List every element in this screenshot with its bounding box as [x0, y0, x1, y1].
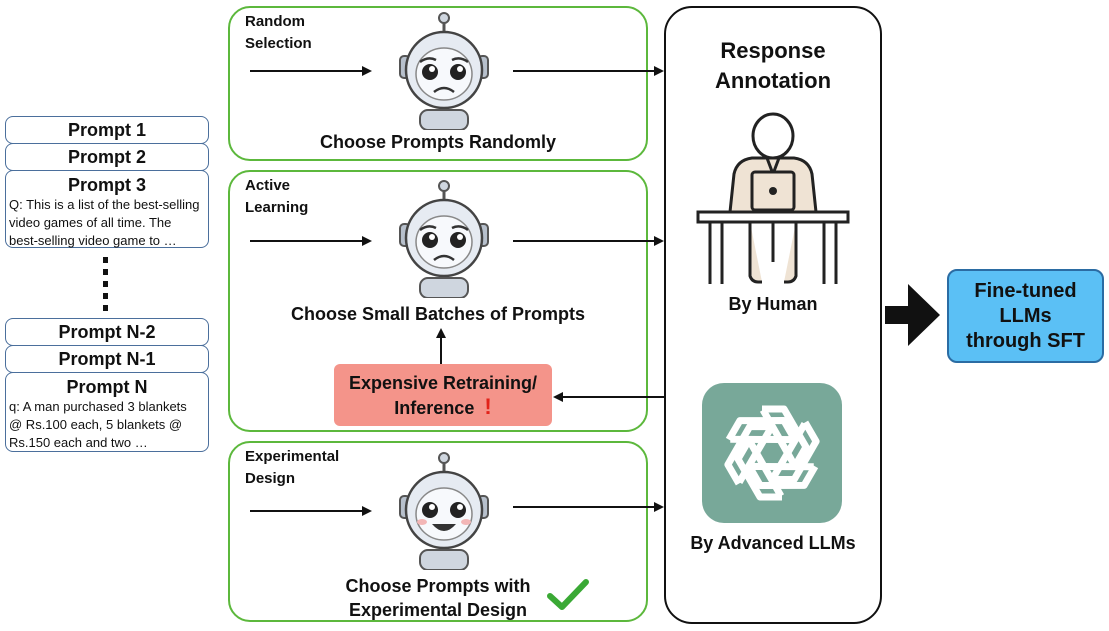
- final-line2: LLMs: [999, 305, 1052, 327]
- panel-active-learning: [228, 170, 648, 432]
- prompt-card-1: Prompt 1: [5, 116, 209, 144]
- panel-experimental-design: [228, 441, 648, 622]
- panel-label: Active Learning: [245, 177, 309, 216]
- sad-robot-icon: [399, 12, 489, 130]
- panel-label: Experimental Design: [245, 448, 340, 487]
- retrain-line2-text: Inference: [394, 398, 475, 418]
- prompt-title: Prompt N-2: [58, 322, 156, 342]
- annotation-title-line1: Response: [720, 38, 826, 63]
- caption-line2: Experimental Design: [348, 600, 528, 620]
- prompt-text: Q: This is a list of the best-selling vi…: [9, 197, 200, 248]
- prompt-title: Prompt 2: [67, 147, 146, 167]
- retrain-line1: Expensive Retraining/: [348, 373, 538, 393]
- panel-caption: Choose Prompts with Experimental Design: [228, 574, 648, 622]
- prompt-title: Prompt 3: [67, 175, 146, 195]
- final-line3: through SFT: [966, 330, 1085, 352]
- caption-line1: Choose Prompts with: [345, 576, 531, 596]
- prompt-title: Prompt 1: [67, 120, 146, 140]
- prompt-card-3: Prompt 3 Q: This is a list of the best-s…: [5, 170, 209, 248]
- panel-caption: Choose Small Batches of Prompts: [290, 304, 586, 324]
- sad-robot-icon: [399, 180, 489, 298]
- response-annotation-box: [664, 6, 882, 624]
- ellipsis-dots: [103, 257, 108, 311]
- fine-tuned-llms-box: Fine-tuned LLMs through SFT: [947, 269, 1104, 363]
- annotation-title-line2: Annotation: [714, 68, 832, 93]
- checkmark-icon: [547, 579, 589, 610]
- prompt-card-n-2: Prompt N-2: [5, 318, 209, 346]
- prompt-card-n: Prompt N q: A man purchased 3 blankets @…: [5, 372, 209, 452]
- panel-label: Random Selection: [245, 13, 312, 52]
- panel-caption: Choose Prompts Randomly: [319, 132, 557, 152]
- prompt-title: Prompt N-1: [58, 349, 156, 369]
- prompt-text: q: A man purchased 3 blankets @ Rs.100 e…: [9, 399, 187, 450]
- happy-robot-icon: [399, 452, 489, 570]
- prompt-card-n-1: Prompt N-1: [5, 345, 209, 373]
- openai-logo-icon: [724, 405, 820, 501]
- by-human-caption: By Human: [728, 294, 818, 314]
- person-at-laptop-icon: [696, 112, 850, 284]
- retrain-line2: Inference !: [334, 395, 552, 420]
- panel-random-selection: [228, 6, 648, 161]
- expensive-retraining-box: Expensive Retraining/ Inference !: [334, 364, 552, 426]
- big-arrow-icon: [885, 284, 940, 346]
- exclamation-icon: !: [484, 394, 492, 419]
- by-llms-caption: By Advanced LLMs: [690, 533, 856, 553]
- openai-logo-tile: [702, 383, 842, 523]
- final-line1: Fine-tuned: [974, 280, 1077, 302]
- prompt-title: Prompt N: [66, 377, 148, 397]
